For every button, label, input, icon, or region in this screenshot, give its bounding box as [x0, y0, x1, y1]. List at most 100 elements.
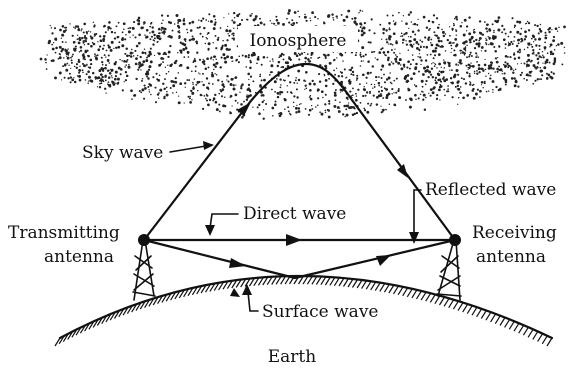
ionosphere-dot: [160, 26, 163, 29]
ionosphere-dot: [489, 66, 493, 69]
ionosphere-dot: [148, 50, 152, 54]
ionosphere-dot: [247, 56, 250, 59]
ionosphere-dot: [478, 39, 481, 42]
ionosphere-dot: [363, 88, 366, 92]
ionosphere-dot: [165, 93, 169, 97]
ionosphere-dot: [143, 97, 146, 100]
ionosphere-dot: [63, 76, 66, 79]
ionosphere-dot: [415, 41, 418, 44]
ionosphere-dot: [323, 53, 326, 56]
ionosphere-dot: [415, 85, 418, 88]
ionosphere-dot: [175, 91, 178, 93]
ionosphere-dot: [141, 51, 145, 55]
ionosphere-dot: [309, 97, 313, 101]
ionosphere-dot: [485, 39, 488, 42]
ionosphere-dot: [228, 13, 230, 15]
ionosphere-dot: [151, 26, 154, 29]
ionosphere-dot: [430, 43, 434, 47]
ionosphere-dot: [369, 104, 372, 107]
ionosphere-dot: [249, 61, 252, 64]
ionosphere-dot: [414, 67, 417, 71]
ionosphere-dot: [475, 42, 479, 46]
ionosphere-dot: [456, 81, 460, 84]
ionosphere-dot: [413, 84, 416, 86]
ionosphere-dot: [375, 96, 379, 99]
ionosphere-dot: [408, 39, 412, 43]
ionosphere-dot: [498, 87, 502, 91]
ionosphere-dot: [148, 82, 151, 86]
ionosphere-dot: [338, 107, 341, 109]
ionosphere-dot: [199, 93, 202, 97]
earth-hatch-line: [504, 319, 511, 328]
ionosphere-dot: [174, 77, 177, 80]
ionosphere-dot: [98, 80, 101, 82]
ionosphere-dot: [426, 65, 430, 69]
ionosphere-dot: [430, 63, 433, 65]
ionosphere-dot: [549, 50, 553, 54]
ionosphere-dot: [539, 78, 541, 80]
ionosphere-dot: [127, 65, 131, 69]
ionosphere-dot: [78, 69, 81, 72]
ionosphere-dot: [424, 83, 427, 86]
earth-hatch-line: [62, 333, 69, 342]
ionosphere-dot: [137, 68, 140, 71]
ionosphere-dot: [479, 96, 481, 98]
ionosphere-dot: [134, 62, 138, 66]
ionosphere-dot: [61, 24, 65, 28]
ionosphere-dot: [507, 35, 510, 38]
ionosphere-dot: [89, 58, 93, 62]
ionosphere-dot: [409, 63, 412, 66]
ionosphere-dot: [442, 34, 446, 38]
ionosphere-dot: [233, 17, 236, 19]
ionosphere-dot: [140, 91, 143, 94]
ionosphere-dot: [79, 46, 83, 49]
ionosphere-dot: [432, 14, 436, 17]
ionosphere-dot: [292, 22, 296, 25]
ionosphere-dot: [224, 43, 228, 47]
ionosphere-dot: [396, 61, 398, 63]
ionosphere-dot: [517, 85, 520, 88]
ionosphere-dot: [526, 20, 529, 23]
ionosphere-dot: [83, 64, 86, 68]
ionosphere-dot: [332, 82, 335, 86]
ionosphere-dot: [345, 15, 349, 19]
ionosphere-dot: [87, 42, 90, 46]
ionosphere-dot: [539, 23, 542, 26]
ionosphere-dot: [484, 68, 487, 71]
earth-hatch-line: [333, 277, 340, 287]
ionosphere-dot: [186, 31, 189, 34]
ionosphere-dot: [212, 59, 214, 61]
ionosphere-dot: [443, 76, 445, 79]
ionosphere-dot: [261, 100, 264, 104]
ionosphere-dot: [549, 53, 552, 56]
ionosphere-dot: [520, 62, 522, 65]
ionosphere-dot: [431, 21, 435, 24]
ionosphere-dot: [484, 58, 486, 61]
ionosphere-dot: [71, 34, 74, 37]
ionosphere-dot: [339, 101, 341, 104]
ionosphere-dot: [86, 65, 88, 67]
ionosphere-dot: [274, 91, 276, 93]
ionosphere-dot: [174, 80, 178, 84]
ionosphere-dot: [142, 60, 146, 64]
ionosphere-dot: [377, 81, 381, 85]
ionosphere-dot: [370, 18, 373, 21]
ionosphere-dot: [284, 61, 288, 65]
ionosphere-dot: [234, 76, 238, 79]
ionosphere-dot: [71, 78, 75, 82]
ionosphere-dot: [247, 83, 251, 87]
ionosphere-dot: [362, 60, 364, 62]
ionosphere-dot: [110, 75, 113, 77]
ionosphere-dot: [128, 54, 131, 57]
ionosphere-dot: [226, 79, 228, 81]
ionosphere-dot: [457, 73, 460, 76]
ionosphere-dot: [464, 46, 467, 48]
ionosphere-dot: [307, 113, 311, 116]
ionosphere-dot: [364, 109, 367, 112]
reflected-wave-arrow-up: [376, 255, 391, 266]
ionosphere-dot: [287, 9, 291, 13]
ionosphere-dot: [493, 31, 495, 34]
ionosphere-dot: [512, 69, 515, 72]
ionosphere-dot: [122, 44, 124, 47]
ionosphere-dot: [167, 70, 170, 73]
